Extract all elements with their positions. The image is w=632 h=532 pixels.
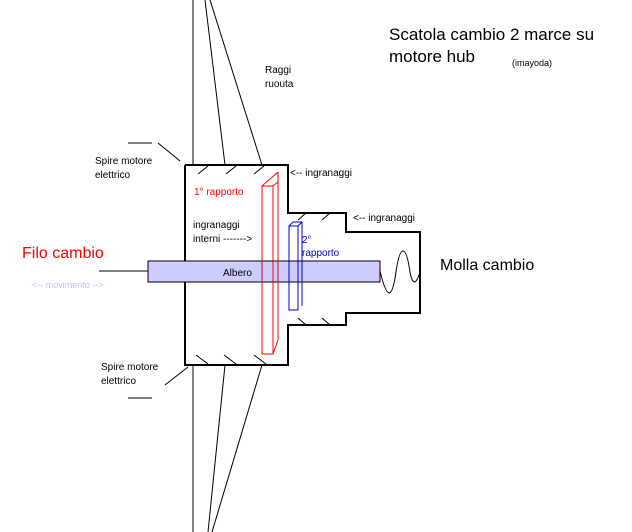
gear-cable-label: Filo cambio [22, 245, 104, 262]
gear-2-ratio [288, 225, 299, 311]
second-ratio-label-2: rapporto [302, 248, 340, 259]
spokes-label-1: Raggi [265, 65, 291, 76]
gear-1-ratio [261, 185, 274, 355]
title-line-1: Scatola cambio 2 marce su [389, 25, 594, 44]
gears-right-label: <-- ingranaggi [353, 213, 415, 224]
internal-gears-label-1: ingranaggi [193, 220, 240, 231]
spokes-bottom [192, 364, 263, 532]
spring [379, 250, 421, 294]
second-ratio-label-1: 2° [302, 235, 312, 246]
gears-top-label: <-- ingranaggi [290, 168, 352, 179]
gear-1-ratio-depth [261, 171, 279, 187]
spring-label: Molla cambio [440, 257, 534, 274]
gear-1-ratio-depth-3 [272, 339, 279, 355]
internal-gears-label-2: interni -------> [193, 234, 252, 245]
gear-2-ratio-depth [288, 221, 294, 227]
gear-2-ratio-depth-2 [297, 221, 303, 227]
windings-bottom-label-1: Spire motore [101, 362, 159, 373]
windings-top-label-2: elettrico [95, 170, 130, 181]
shaft [147, 260, 381, 283]
shaft-label: Albero [223, 268, 252, 279]
gear-1-ratio-depth-2 [272, 181, 279, 187]
winding-hatches-bottom [195, 354, 267, 365]
movement-label: <-- movimento --> [32, 280, 104, 290]
hub-outline [184, 164, 421, 366]
first-ratio-label: 1° rapporto [194, 187, 244, 198]
title-line-2: motore hub [389, 47, 475, 66]
leader-spire-top-diag [157, 142, 181, 162]
gear-hatches [297, 212, 331, 326]
spokes-top [192, 0, 263, 166]
windings-bottom-label-2: elettrico [101, 376, 136, 387]
spokes-label-2: ruouta [265, 79, 294, 90]
windings-top-label-1: Spire motore [95, 156, 153, 167]
leader-spire-bottom-diag [164, 366, 189, 386]
author: (imayoda) [512, 58, 552, 68]
winding-hatches-top [197, 165, 265, 175]
